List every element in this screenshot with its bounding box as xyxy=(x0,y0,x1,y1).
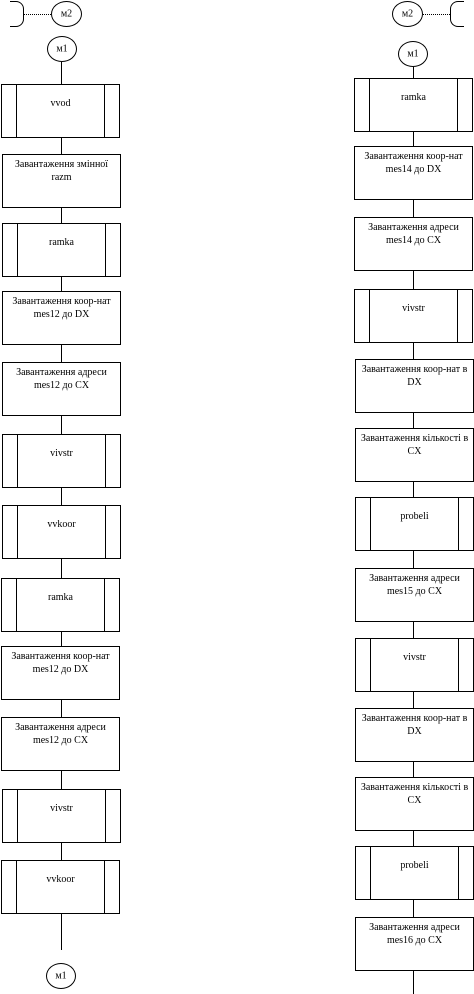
left-link-3 xyxy=(61,277,62,291)
right-block-8: Завантаження адреси mes15 до CX xyxy=(355,568,474,622)
left-top-connector-label: м2 xyxy=(60,8,73,20)
right-block-6-text: Завантаження кількості в CX xyxy=(360,433,469,457)
left-block-10-text: Завантаження адреси mes12 до CX xyxy=(15,722,106,746)
left-end-connector-label: м1 xyxy=(55,970,67,982)
right-block-9-text: vivstr xyxy=(403,652,426,663)
left-block-8-text: ramka xyxy=(48,592,73,603)
right-block-8-text: Завантаження адреси mes15 до CX xyxy=(369,573,460,597)
left-end-connector: м1 xyxy=(46,963,76,989)
left-block-11-text: vivstr xyxy=(50,803,73,814)
right-start-connector-label: м1 xyxy=(407,48,419,60)
right-block-4: vivstr xyxy=(354,289,473,343)
right-link-10 xyxy=(413,762,414,777)
right-link-6 xyxy=(413,482,414,497)
right-link-2 xyxy=(413,200,414,217)
left-link-8 xyxy=(61,632,62,646)
left-block-8: ramka xyxy=(1,578,120,632)
left-offpage-bracket xyxy=(10,1,24,27)
left-block-2-text: Завантаження змінної razm xyxy=(14,159,109,183)
right-link-11 xyxy=(413,831,414,846)
right-start-connector: м1 xyxy=(398,41,428,67)
right-block-1-text: ramka xyxy=(401,92,426,103)
right-block-9: vivstr xyxy=(355,638,474,692)
left-link-7 xyxy=(61,559,62,578)
right-link-13 xyxy=(413,971,414,994)
right-top-connector: м2 xyxy=(392,1,423,27)
right-link-1 xyxy=(413,132,414,146)
left-block-9-text: Завантаження коор-нат mes12 до DX xyxy=(11,651,110,675)
right-offpage-dotted-link xyxy=(423,14,450,15)
right-block-3: Завантаження адреси mes14 до CX xyxy=(354,217,473,271)
right-offpage-bracket xyxy=(450,1,464,27)
left-block-6-text: vivstr xyxy=(50,448,73,459)
right-block-3-text: Завантаження адреси mes14 до CX xyxy=(368,222,459,246)
right-link-4 xyxy=(413,343,414,359)
left-link-4 xyxy=(61,345,62,362)
left-start-connector-label: м1 xyxy=(56,43,68,55)
right-block-13-text: Завантаження адреси mes16 до CX xyxy=(369,922,460,946)
left-link-12 xyxy=(61,914,62,950)
left-top-connector: м2 xyxy=(51,1,82,27)
left-block-3: ramka xyxy=(2,223,121,277)
right-link-8 xyxy=(413,622,414,638)
left-block-10: Завантаження адреси mes12 до CX xyxy=(1,717,120,771)
left-link-9 xyxy=(61,700,62,717)
right-link-0 xyxy=(413,67,414,78)
left-block-4-text: Завантаження коор-нат mes12 до DX xyxy=(12,296,111,320)
left-block-12: vvkoor xyxy=(1,860,120,914)
right-block-12-text: probeli xyxy=(400,860,429,871)
left-block-4: Завантаження коор-нат mes12 до DX xyxy=(2,291,121,345)
left-block-11: vivstr xyxy=(2,789,121,843)
right-block-11-text: Завантаження кількості в CX xyxy=(360,782,469,806)
left-block-5: Завантаження адреси mes12 до CX xyxy=(2,362,121,416)
right-link-9 xyxy=(413,692,414,708)
right-top-connector-label: м2 xyxy=(401,8,414,20)
left-block-7: vvkoor xyxy=(2,505,121,559)
right-link-5 xyxy=(413,413,414,428)
left-block-12-text: vvkoor xyxy=(46,874,75,885)
left-block-7-text: vvkoor xyxy=(47,519,76,530)
right-link-7 xyxy=(413,551,414,568)
right-block-7: probeli xyxy=(355,497,474,551)
left-link-11 xyxy=(61,843,62,860)
right-block-12: probeli xyxy=(355,846,474,900)
right-block-1: ramka xyxy=(354,78,473,132)
right-block-2: Завантаження коор-нат mes14 до DX xyxy=(354,146,473,200)
left-start-connector: м1 xyxy=(47,36,77,62)
left-block-9: Завантаження коор-нат mes12 до DX xyxy=(1,646,120,700)
right-block-13: Завантаження адреси mes16 до CX xyxy=(355,917,474,971)
left-link-0 xyxy=(61,62,62,84)
left-block-3-text: ramka xyxy=(49,237,74,248)
left-block-1: vvod xyxy=(1,84,120,138)
right-block-10-text: Завантаження коор-нат в DX xyxy=(361,713,468,737)
right-link-3 xyxy=(413,271,414,289)
left-block-1-text: vvod xyxy=(50,98,71,109)
right-block-6: Завантаження кількості в CX xyxy=(355,428,474,482)
left-block-5-text: Завантаження адреси mes12 до CX xyxy=(16,367,107,391)
left-link-10 xyxy=(61,771,62,789)
left-block-6: vivstr xyxy=(2,434,121,488)
right-block-11: Завантаження кількості в CX xyxy=(355,777,474,831)
right-block-10: Завантаження коор-нат в DX xyxy=(355,708,474,762)
right-block-4-text: vivstr xyxy=(402,303,425,314)
right-link-12 xyxy=(413,900,414,917)
left-link-2 xyxy=(61,208,62,223)
right-block-2-text: Завантаження коор-нат mes14 до DX xyxy=(364,151,463,175)
left-block-2: Завантаження змінної razm xyxy=(2,154,121,208)
right-block-7-text: probeli xyxy=(400,511,429,522)
left-offpage-dotted-link xyxy=(24,14,51,15)
left-link-5 xyxy=(61,416,62,434)
right-block-5: Завантаження коор-нат в DX xyxy=(355,359,474,413)
right-block-5-text: Завантаження коор-нат в DX xyxy=(361,364,468,388)
left-link-6 xyxy=(61,488,62,505)
left-link-1 xyxy=(61,138,62,154)
